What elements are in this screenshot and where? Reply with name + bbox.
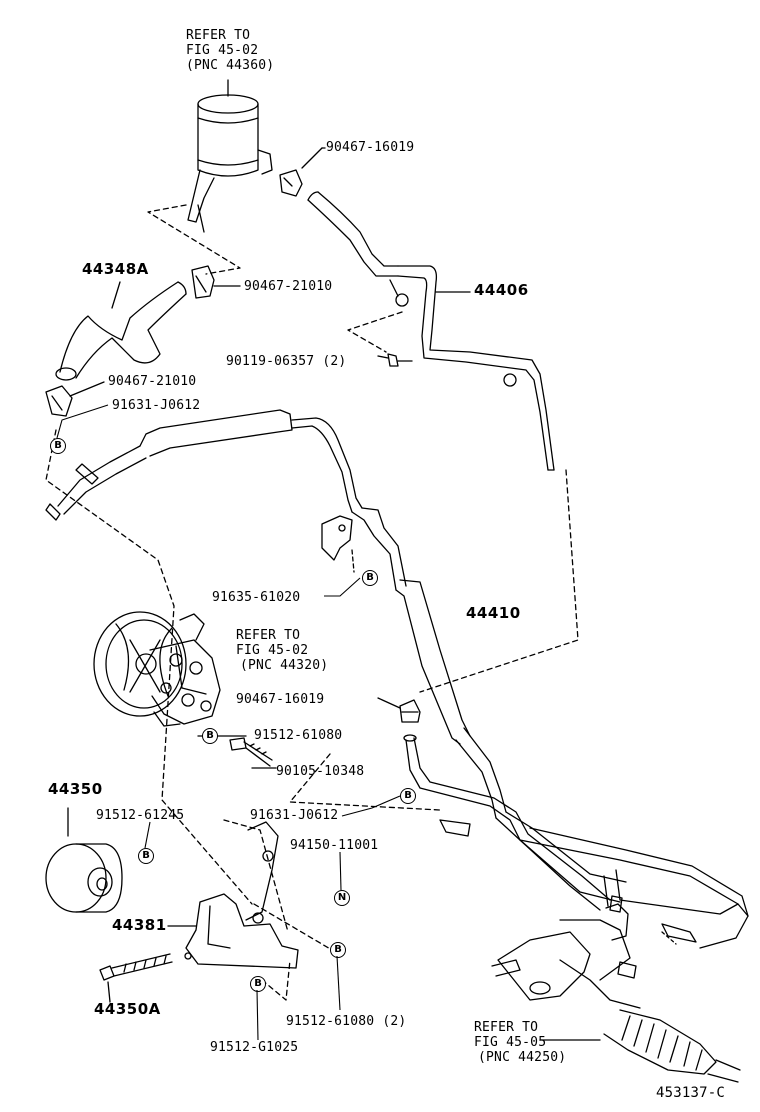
badge-b: B	[330, 942, 346, 958]
bolt-44350A	[99, 953, 173, 981]
leader-44348A	[111, 281, 121, 309]
part-label-44410: 44410	[466, 604, 521, 622]
reference-callout-gear: REFER TO FIG 45-05 (PNC 44250)	[474, 1020, 566, 1065]
pump-bracket	[184, 821, 299, 969]
idler-pulley	[45, 843, 123, 913]
badge-b: B	[250, 976, 266, 992]
reference-line: (PNC 44250)	[478, 1050, 567, 1065]
reference-line: REFER TO	[236, 628, 301, 643]
dash-right	[419, 469, 579, 693]
badge-b: B	[362, 570, 378, 586]
reference-line: (PNC 44360)	[186, 58, 275, 73]
part-label-91512-61080-2: 91512-61080 (2)	[286, 1014, 407, 1029]
pressure-hose-44410	[45, 409, 627, 903]
suction-hose-44348A	[55, 281, 187, 381]
hose-clamp-top	[279, 169, 303, 197]
badge-b: B	[202, 728, 218, 744]
part-label-91512-61245: 91512-61245	[96, 808, 185, 823]
part-label-94150-11001: 94150-11001	[290, 838, 379, 853]
part-label-44348A: 44348A	[82, 260, 149, 278]
badge-b: B	[50, 438, 66, 454]
part-label-91512-61080: 91512-61080	[254, 728, 343, 743]
badge-n: N	[334, 890, 350, 906]
part-label-91631-J0612: 91631-J0612	[112, 398, 201, 413]
part-label-44350: 44350	[48, 780, 103, 798]
reference-line: FIG 45-05	[474, 1035, 547, 1050]
dash-left	[45, 429, 253, 905]
hose-bracket	[321, 515, 353, 561]
bolt-90119	[377, 353, 399, 367]
hose-clamp-b	[45, 385, 73, 417]
part-label-90105-10348: 90105-10348	[276, 764, 365, 779]
badge-b: B	[138, 848, 154, 864]
reference-callout-pump: REFER TO FIG 45-02 (PNC 44320)	[236, 628, 328, 673]
figure-code: 453137-C	[656, 1085, 726, 1101]
part-label-90467-16019: 90467-16019	[326, 140, 415, 155]
part-label-44406: 44406	[474, 281, 529, 299]
reservoir-dash	[147, 204, 241, 275]
part-label-44350A: 44350A	[94, 1000, 161, 1018]
reference-line: REFER TO	[474, 1020, 539, 1035]
part-label-44381: 44381	[112, 916, 167, 934]
part-label-91512-G1025: 91512-G1025	[210, 1040, 299, 1055]
reference-line: (PNC 44320)	[240, 658, 329, 673]
power-steering-pump	[93, 611, 221, 727]
steering-gear	[491, 895, 741, 1083]
reference-line: FIG 45-02	[236, 643, 309, 658]
part-label-90119-06357: 90119-06357 (2)	[226, 354, 347, 369]
part-label-90467-21010: 90467-21010	[108, 374, 197, 389]
dash-bracket	[223, 819, 333, 951]
reference-line: FIG 45-02	[186, 43, 259, 58]
hose-clamp-a	[191, 265, 215, 299]
reservoir-tank	[187, 94, 273, 233]
badge-b: B	[400, 788, 416, 804]
reference-line: REFER TO	[186, 28, 251, 43]
reference-callout-reservoir: REFER TO FIG 45-02 (PNC 44360)	[186, 28, 274, 73]
part-label-91635-61020: 91635-61020	[212, 590, 301, 605]
part-label-90467-16019: 90467-16019	[236, 692, 325, 707]
part-label-91631-J0612: 91631-J0612	[250, 808, 339, 823]
return-tube-lower	[403, 734, 749, 949]
bolt-90105	[229, 737, 273, 767]
hose-clamp-mid	[399, 699, 421, 723]
part-label-90467-21010: 90467-21010	[244, 279, 333, 294]
return-hose-upper	[307, 191, 555, 471]
dash-bolt	[289, 753, 441, 811]
